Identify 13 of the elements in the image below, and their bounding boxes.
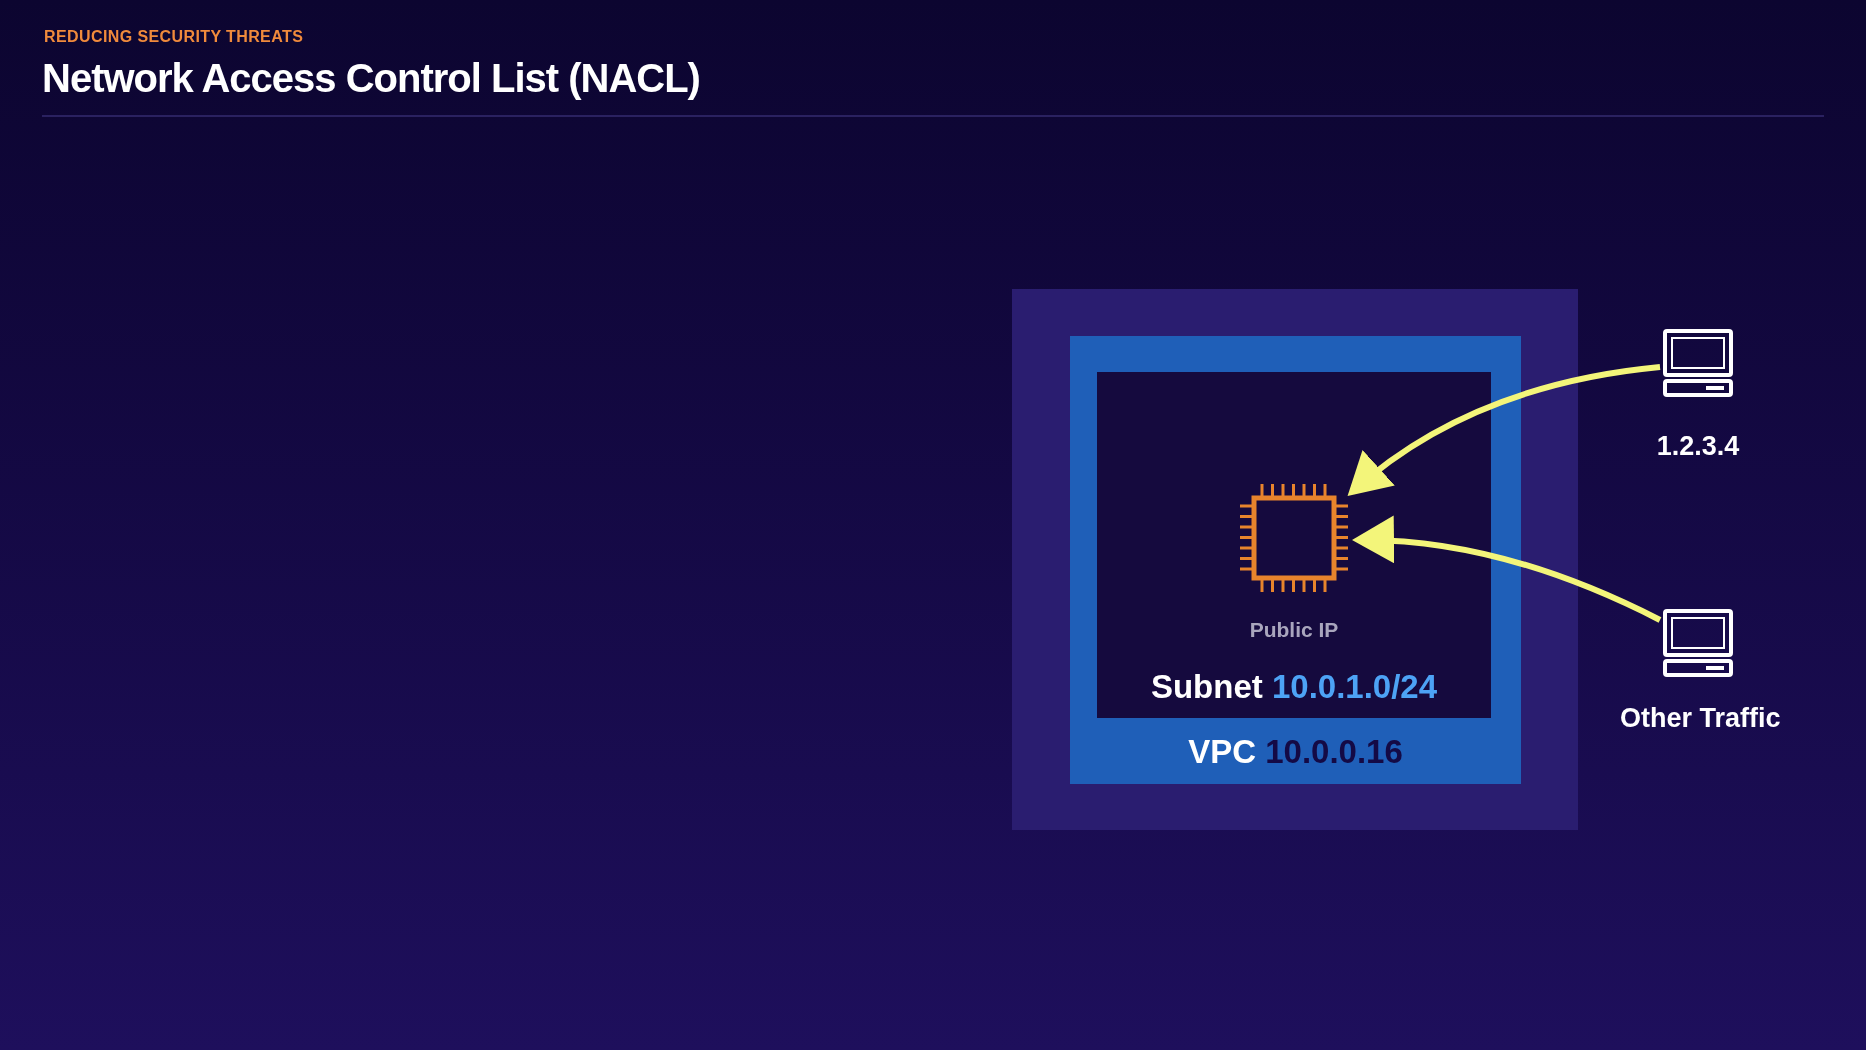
arrow: [1347, 364, 1661, 496]
instance-label: Public IP: [1248, 617, 1340, 643]
arrow: [1352, 516, 1662, 623]
section-kicker: REDUCING SECURITY THREATS: [44, 27, 304, 47]
subnet-box: [1097, 372, 1491, 718]
slide-title: Network Access Control List (NACL): [42, 55, 700, 102]
subnet-label: Subnet: [1150, 668, 1263, 705]
subnet-cidr: 10.0.1.0/24: [1271, 668, 1438, 705]
computer-label: 1.2.3.4: [1655, 430, 1741, 463]
vpc-box: [1070, 336, 1521, 784]
vpc-cidr: 10.0.0.16: [1265, 732, 1403, 770]
cloud-region-box: [1012, 289, 1578, 830]
vpc-label: VPC: [1188, 732, 1257, 770]
